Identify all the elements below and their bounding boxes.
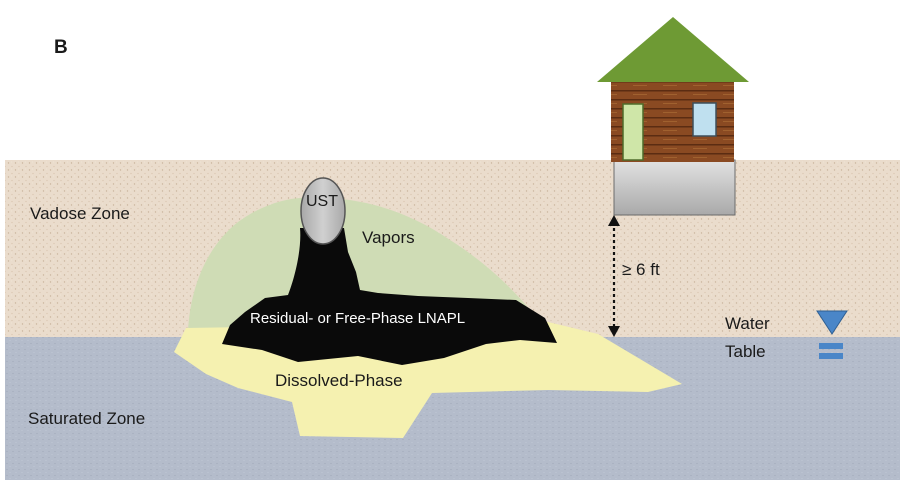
house-foundation	[613, 159, 736, 216]
ust-label: UST	[306, 193, 338, 210]
water-table-icon	[816, 310, 848, 359]
lnapl-body	[222, 228, 557, 365]
water-table-label-line2: Table	[725, 342, 766, 361]
house-roof	[597, 17, 749, 82]
double-arrow-icon	[608, 215, 620, 337]
ust-tank	[300, 177, 346, 245]
lnapl-label: Residual- or Free-Phase LNAPL	[250, 310, 466, 327]
separation-distance-label: ≥ 6 ft	[622, 260, 660, 279]
house-icon	[597, 17, 749, 216]
vadose-zone-label: Vadose Zone	[30, 204, 130, 223]
dissolved-phase-label: Dissolved-Phase	[275, 371, 403, 390]
water-table-label-line1: Water	[725, 314, 770, 333]
saturated-zone-label: Saturated Zone	[28, 409, 146, 428]
house-door	[622, 103, 644, 161]
panel-letter: B	[54, 37, 68, 58]
house-window	[692, 102, 717, 137]
vapors-label: Vapors	[362, 228, 415, 247]
